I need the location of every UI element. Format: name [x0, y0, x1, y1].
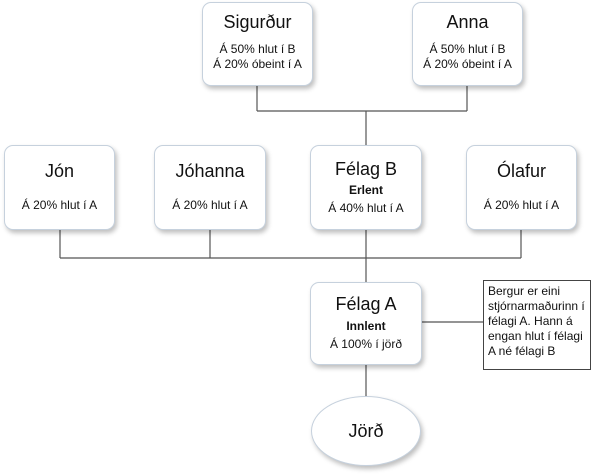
node-detail: Á 40% hlut í A	[328, 201, 404, 215]
node-name: Félag B	[334, 159, 398, 179]
node-felag-a: Félag A Innlent Á 100% í jörð	[310, 282, 422, 365]
node-olafur: Ólafur Á 20% hlut í A	[466, 145, 577, 230]
node-detail: Á 20% hlut í A	[172, 198, 248, 212]
node-detail: Á 50% hlut í B	[219, 42, 296, 56]
node-type: Innlent	[346, 319, 386, 333]
node-name: Anna	[446, 12, 489, 32]
node-name: Ólafur	[496, 161, 547, 181]
node-jord: Jörð	[311, 396, 421, 466]
node-jon: Jón Á 20% hlut í A	[4, 145, 115, 230]
node-anna: Anna Á 50% hlut í B Á 20% óbeint í A	[412, 2, 523, 86]
node-name: Sigurður	[223, 12, 292, 32]
node-sigurdur: Sigurður Á 50% hlut í B Á 20% óbeint í A	[202, 2, 313, 86]
node-detail: Á 100% í jörð	[329, 337, 403, 351]
node-detail: Á 20% óbeint í A	[423, 57, 512, 71]
node-felag-b: Félag B Erlent Á 40% hlut í A	[310, 145, 422, 230]
node-name: Jörð	[348, 421, 384, 441]
node-type: Erlent	[348, 183, 383, 197]
node-name: Jóhanna	[175, 161, 245, 181]
node-detail: Á 50% hlut í B	[429, 42, 506, 56]
node-name: Jón	[44, 161, 75, 181]
note-bergur: Bergur er eini stjórnarmaðurinn í félagi…	[483, 280, 591, 370]
node-detail: Á 20% hlut í A	[21, 198, 98, 212]
node-johanna: Jóhanna Á 20% hlut í A	[154, 145, 266, 230]
node-name: Félag A	[335, 294, 397, 314]
node-detail: Á 20% hlut í A	[483, 198, 560, 212]
node-detail: Á 20% óbeint í A	[213, 57, 302, 71]
